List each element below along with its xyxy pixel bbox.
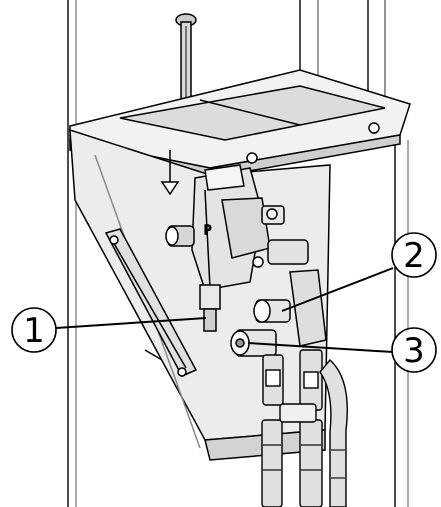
upper-fittings: [221, 197, 309, 268]
valve-port-marking: P: [204, 223, 211, 237]
callout-1: 1: [11, 307, 57, 353]
top-tray: [69, 69, 411, 179]
slotted-bracket: [104, 228, 198, 377]
hydraulic-hoses: [261, 349, 348, 507]
callout-3: 3: [391, 327, 437, 373]
callout-leaders: [55, 267, 394, 353]
callout-1-label: 1: [23, 311, 45, 351]
left-fitting: [165, 225, 195, 247]
frame-rails: [67, 0, 409, 507]
callout-2-label: 2: [403, 236, 425, 276]
callout-3-label: 3: [403, 331, 425, 371]
valve-stem: [199, 284, 221, 332]
lower-fittings: [230, 269, 327, 357]
callout-2: 2: [391, 232, 437, 278]
down-arrow-icon: [160, 150, 180, 196]
